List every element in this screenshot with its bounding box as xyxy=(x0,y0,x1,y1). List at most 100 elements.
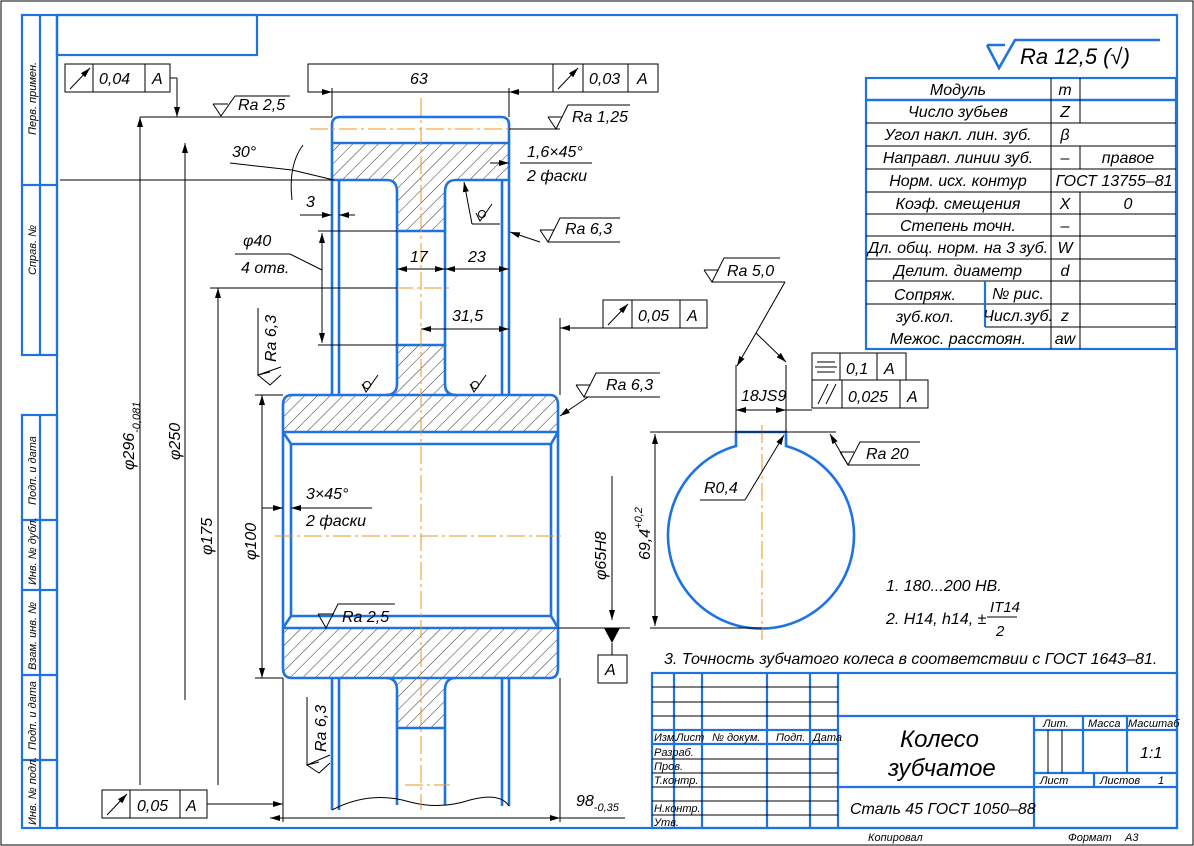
center-distance-symbol: aw xyxy=(1055,331,1077,348)
param-value: ГОСТ 13755–81 xyxy=(1055,173,1172,190)
param-symbol: – xyxy=(1060,150,1070,167)
param-label: Дл. общ. норм. на 3 зуб. xyxy=(866,240,1048,257)
note-1: 1. 180...200 HB. xyxy=(886,578,1002,595)
datum-a-label: A xyxy=(604,662,616,679)
title-role: Утв. xyxy=(653,817,679,829)
dim-98: 98-0,35 xyxy=(576,793,620,814)
mass-label: Масса xyxy=(1088,718,1121,730)
runout-bottom-value: 0,05 xyxy=(137,798,168,815)
dim-chamfer-bore-count: 2 фаски xyxy=(305,513,366,530)
ra-bore: Ra 2,5 xyxy=(342,609,389,626)
dimensions: 63 0,03 A 0,04 A Ra 2,5 Ra 1,25 30° 1,6×… xyxy=(60,63,708,822)
strip-label: Перв. примен. xyxy=(27,62,39,135)
param-symbol: – xyxy=(1060,218,1070,235)
note-2-fraction-denominator: 2 xyxy=(995,623,1005,640)
runout-icon xyxy=(69,67,91,90)
note-2: 2. H14, h14, ± xyxy=(885,611,987,628)
param-label: Делит. диаметр xyxy=(892,263,1022,280)
note-2-fraction-numerator: IT14 xyxy=(990,599,1020,616)
mating-label: зуб.кол. xyxy=(895,309,954,326)
mating-figure-label: № рис. xyxy=(992,286,1044,303)
keyway-depth: 69,4+0,2 xyxy=(633,507,654,560)
param-label: Направл. линии зуб. xyxy=(883,150,1033,167)
param-label: Модуль xyxy=(930,82,986,99)
runout-icon xyxy=(607,303,629,326)
symmetry-icon xyxy=(815,361,837,373)
title-role: Т.контр. xyxy=(654,775,698,787)
runout-left-datum: A xyxy=(151,71,163,88)
general-roughness-text: Ra 12,5 (√) xyxy=(1020,44,1130,69)
title-role: Разраб. xyxy=(654,747,694,759)
ra-keyway: Ra 5,0 xyxy=(727,263,774,280)
runout-top-datum: A xyxy=(636,71,648,88)
parallelism-datum: A xyxy=(906,389,918,406)
runout-hub-datum: A xyxy=(686,308,698,325)
ra-rim-side: Ra 6,3 xyxy=(565,221,612,238)
dim-3: 3 xyxy=(306,194,315,211)
mating-teeth-symbol: z xyxy=(1060,308,1069,325)
note-3: 3. Точность зубчатого колеса в соответст… xyxy=(664,651,1157,668)
lit-label: Лит. xyxy=(1042,718,1069,730)
general-roughness: Ra 12,5 (√) xyxy=(985,38,1160,71)
dim-dia-250: φ250 xyxy=(167,423,184,460)
strip-label: Взам. инв. № xyxy=(27,602,39,670)
runout-icon xyxy=(106,793,128,816)
dim-63: 63 xyxy=(410,71,428,88)
sheets-label: Листов xyxy=(1099,775,1140,787)
dim-holes-count: 4 отв. xyxy=(241,260,289,277)
title-col-header: Изм. xyxy=(654,732,677,744)
sheets-value: 1 xyxy=(1158,775,1164,787)
param-label: Угол накл. лин. зуб. xyxy=(883,127,1031,144)
runout-left-value: 0,04 xyxy=(99,71,130,88)
drawing-title-line1: Колесо xyxy=(900,726,979,753)
strip-label: Инв. № подл. xyxy=(27,757,39,825)
ra-top-right: Ra 1,25 xyxy=(572,109,628,126)
param-symbol: Z xyxy=(1059,104,1071,121)
keyway-radius: R0,4 xyxy=(704,480,738,497)
keyway-view: 18JS9 Ra 5,0 0,1 A 0,025 A Ra 20 R0,4 69… xyxy=(633,257,929,640)
ra-left-vertical: Ra 6,3 xyxy=(263,315,280,362)
center-distance-label: Межос. расстоян. xyxy=(890,331,1026,348)
sheet-label: Лист xyxy=(1039,775,1068,787)
symmetry-datum: A xyxy=(883,361,895,378)
title-col-header: № докум. xyxy=(712,732,760,744)
title-role: Пров. xyxy=(654,761,683,773)
runout-bottom-datum: A xyxy=(185,798,197,815)
copied-label: Копировал xyxy=(868,832,923,844)
technical-notes: 1. 180...200 HB. 2. H14, h14, ± IT14 2 3… xyxy=(664,578,1157,668)
mating-teeth-label: Числ.зуб. xyxy=(983,308,1053,325)
strip-label: Подп. и дата xyxy=(27,436,39,505)
dim-dia-175: φ175 xyxy=(199,518,216,555)
dim-bore: φ65H8 xyxy=(593,531,610,580)
side-strip: Перв. примен. Справ. № Подп. и дата Инв.… xyxy=(20,13,59,830)
format-value: А3 xyxy=(1124,832,1139,844)
dim-chamfer-rim: 1,6×45° xyxy=(527,144,583,161)
param-symbol: d xyxy=(1061,263,1071,280)
dim-31-5: 31,5 xyxy=(452,308,483,325)
title-col-header: Дата xyxy=(811,732,842,744)
ra-bottom-vertical: Ra 6,3 xyxy=(313,705,330,752)
runout-hub-value: 0,05 xyxy=(638,308,669,325)
param-label: Норм. исх. контур xyxy=(889,173,1027,190)
mating-label: Сопряж. xyxy=(894,287,956,304)
ra-hub-side: Ra 6,3 xyxy=(606,377,653,394)
dim-angle: 30° xyxy=(232,144,257,161)
title-role: Н.контр. xyxy=(654,803,701,815)
runout-icon xyxy=(557,67,579,90)
symmetry-value: 0,1 xyxy=(846,361,868,378)
runout-top-value: 0,03 xyxy=(589,71,620,88)
datum-triangle-icon xyxy=(604,628,620,643)
title-block: Лит. Масса Масштаб 1:1 Лист Листов 1 Кол… xyxy=(650,671,1180,830)
scale-value: 1:1 xyxy=(1140,745,1162,762)
gear-section-view xyxy=(275,98,565,811)
dim-chamfer-bore: 3×45° xyxy=(306,486,349,503)
param-label: Число зубьев xyxy=(908,104,1008,121)
param-label: Степень точн. xyxy=(900,218,1016,235)
title-col-header: Лист xyxy=(675,732,704,744)
dim-23: 23 xyxy=(467,249,486,266)
break-line xyxy=(331,796,510,811)
